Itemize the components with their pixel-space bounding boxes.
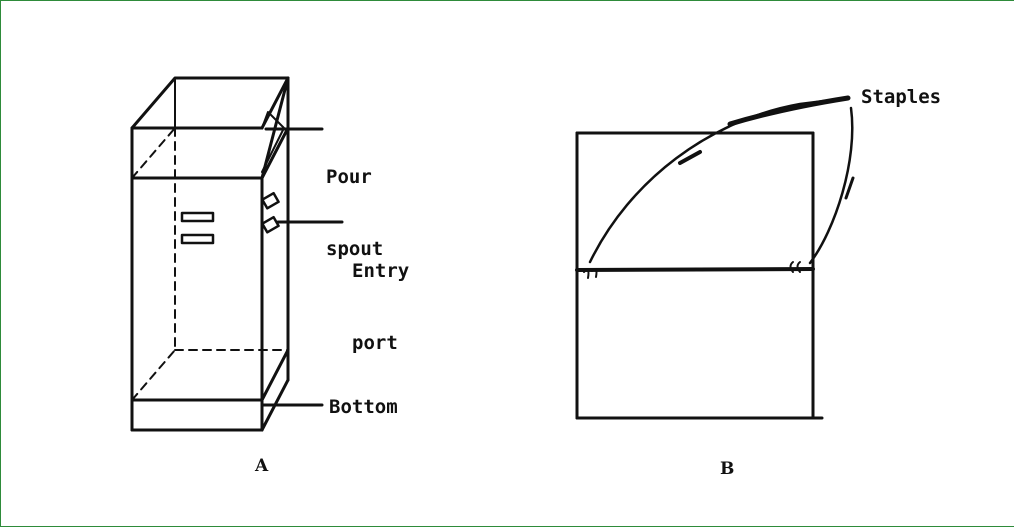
staples-leader-left-tick [678,150,702,165]
staples-leader-right-tick [844,176,855,200]
pour-spout-label-line1: Pour [326,166,372,188]
staples-leader-left-bold [727,95,851,127]
carton-a [130,76,290,432]
leader-lines-a [261,127,344,407]
staples-leader-right [808,106,854,265]
staple-right [789,261,801,273]
entry-port-label-line1: Entry [352,260,410,282]
bottom-band-side-edge [260,348,290,402]
entry-port-lower [261,215,280,234]
staple-left [583,268,598,279]
bottom-label: Bottom [329,396,398,418]
front-slot-upper [180,211,215,223]
carton-b [575,131,824,420]
staples-label: Staples [861,86,942,108]
entry-port-upper [261,191,280,210]
staples-leaders [588,95,855,265]
pour-spout-label: Pour spout [326,117,383,309]
staples-leader-left [588,96,850,264]
front-slot-lower [180,233,215,245]
figure-a-caption: A [255,456,269,476]
entry-port-label: Entry port [352,211,409,403]
panel-b-fold-line [575,267,815,272]
pour-spout-fold [261,111,285,173]
carton-top-right-front [260,76,290,130]
figure-b-caption: B [720,459,735,479]
entry-port-label-line2: port [352,332,398,354]
carton-top-hidden-edge [131,127,176,179]
pour-spout-label-line2: spout [326,238,384,260]
carton-hidden-bottom-left [131,349,176,401]
carton-side-top-edge [260,126,290,180]
